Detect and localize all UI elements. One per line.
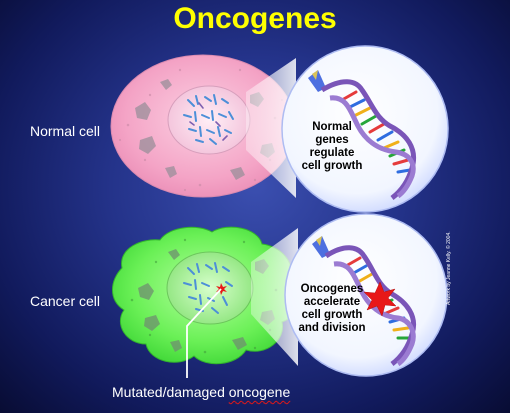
mutation-pointer-line [186, 288, 222, 378]
normal-organelles [135, 79, 275, 180]
normal-genes-text: Normal genes regulate cell growth [297, 121, 367, 173]
oncogenes-text: Oncogenes accelerate cell growth and div… [294, 283, 370, 335]
artwork-credit: Artwork by Jeanne Kelly. © 2004. [446, 231, 452, 305]
oncogenes-line: accelerate [303, 296, 361, 308]
normal-chromosomes [183, 94, 234, 145]
normal-genes-line: regulate [309, 147, 355, 159]
mutated-oncogene-caption: Mutated/damaged oncogene [112, 384, 290, 400]
oncogenes-line: cell growth [301, 309, 363, 321]
page-title: Oncogenes [173, 2, 337, 35]
oncogenes-bubble [284, 213, 448, 377]
cancer-callout-beam [251, 228, 298, 366]
normal-genes-line: cell growth [301, 160, 363, 172]
cancer-mutation-star-small [216, 283, 227, 295]
cancer-cell [112, 226, 299, 365]
normal-genes-line: genes [315, 134, 349, 146]
normal-genes-bubble [281, 45, 449, 213]
cancer-cell-label: Cancer cell [30, 293, 101, 309]
mutated-caption-word: oncogene [228, 384, 291, 400]
normal-cell-label: Normal cell [30, 123, 101, 139]
cancer-nucleus [166, 251, 254, 325]
normal-dna-helix [320, 79, 416, 200]
normal-genes-line: Normal [312, 121, 352, 133]
oncogenes-line: and division [298, 322, 366, 334]
normal-nucleus [167, 85, 251, 155]
mutated-caption-prefix: Mutated/damaged [112, 384, 229, 400]
cancer-chromosomes [183, 262, 233, 314]
mutation-star-icon [363, 281, 397, 317]
normal-callout-beam [246, 58, 296, 198]
oncogenes-line: Oncogenes [300, 283, 364, 295]
